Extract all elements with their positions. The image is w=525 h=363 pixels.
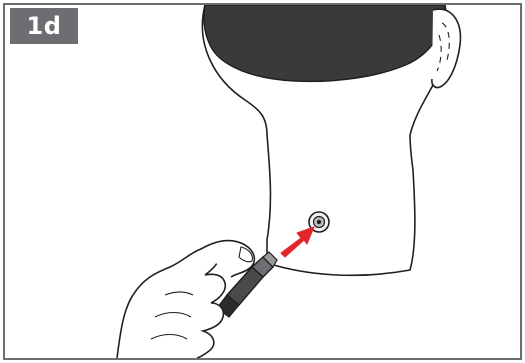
hair xyxy=(204,5,445,81)
illustration xyxy=(5,5,520,358)
step-badge: 1d xyxy=(10,8,78,44)
hand xyxy=(117,247,225,358)
ear xyxy=(432,9,461,87)
neck xyxy=(267,135,415,275)
